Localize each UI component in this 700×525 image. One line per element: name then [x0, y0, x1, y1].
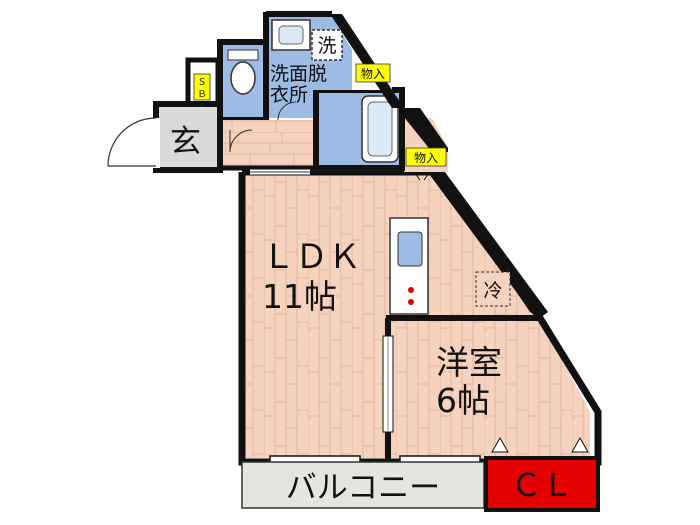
- storage-lower-label: 物入: [414, 151, 438, 165]
- shoebox-label-bottom: Ｂ: [197, 90, 206, 100]
- western-room-name: 洋室: [436, 343, 502, 382]
- entrance-floor: [153, 101, 223, 173]
- fridge-label: 冷: [483, 280, 502, 302]
- balcony-label: バルコニー: [286, 470, 440, 506]
- diagonal-wall: [432, 168, 548, 318]
- storage-upper-tag: [355, 63, 391, 83]
- ldk-name: ＬＤＫ: [262, 237, 361, 276]
- storage-lower-tag: [405, 147, 447, 167]
- kitchen-sink: [397, 231, 423, 267]
- storage-lower-wall: [400, 108, 448, 152]
- stove-burner: [408, 287, 414, 293]
- washer-space: [311, 29, 343, 61]
- western-room-floor: [388, 318, 590, 458]
- entrance-door-swing: [107, 117, 157, 167]
- shoebox-tag: [193, 73, 211, 101]
- toilet-bowl: [230, 61, 256, 95]
- hallway-floor: [220, 120, 316, 170]
- washroom-label-2: 衣所: [270, 84, 308, 106]
- upper-diagonal-wall: [330, 14, 404, 108]
- entrance-label: 玄: [170, 124, 201, 160]
- closet: [484, 456, 600, 512]
- fridge-space: [475, 271, 511, 307]
- washroom-label-1: 洗面脱: [270, 63, 327, 85]
- closet-label: ＣＬ: [511, 468, 573, 504]
- washer-label: 洗: [317, 35, 336, 57]
- ldk-size: 11帖: [262, 277, 337, 316]
- toilet-tank: [227, 49, 259, 61]
- shoebox-label-top: Ｓ: [197, 78, 206, 88]
- western-room-size: 6帖: [436, 381, 490, 420]
- storage-upper-label: 物入: [361, 67, 385, 81]
